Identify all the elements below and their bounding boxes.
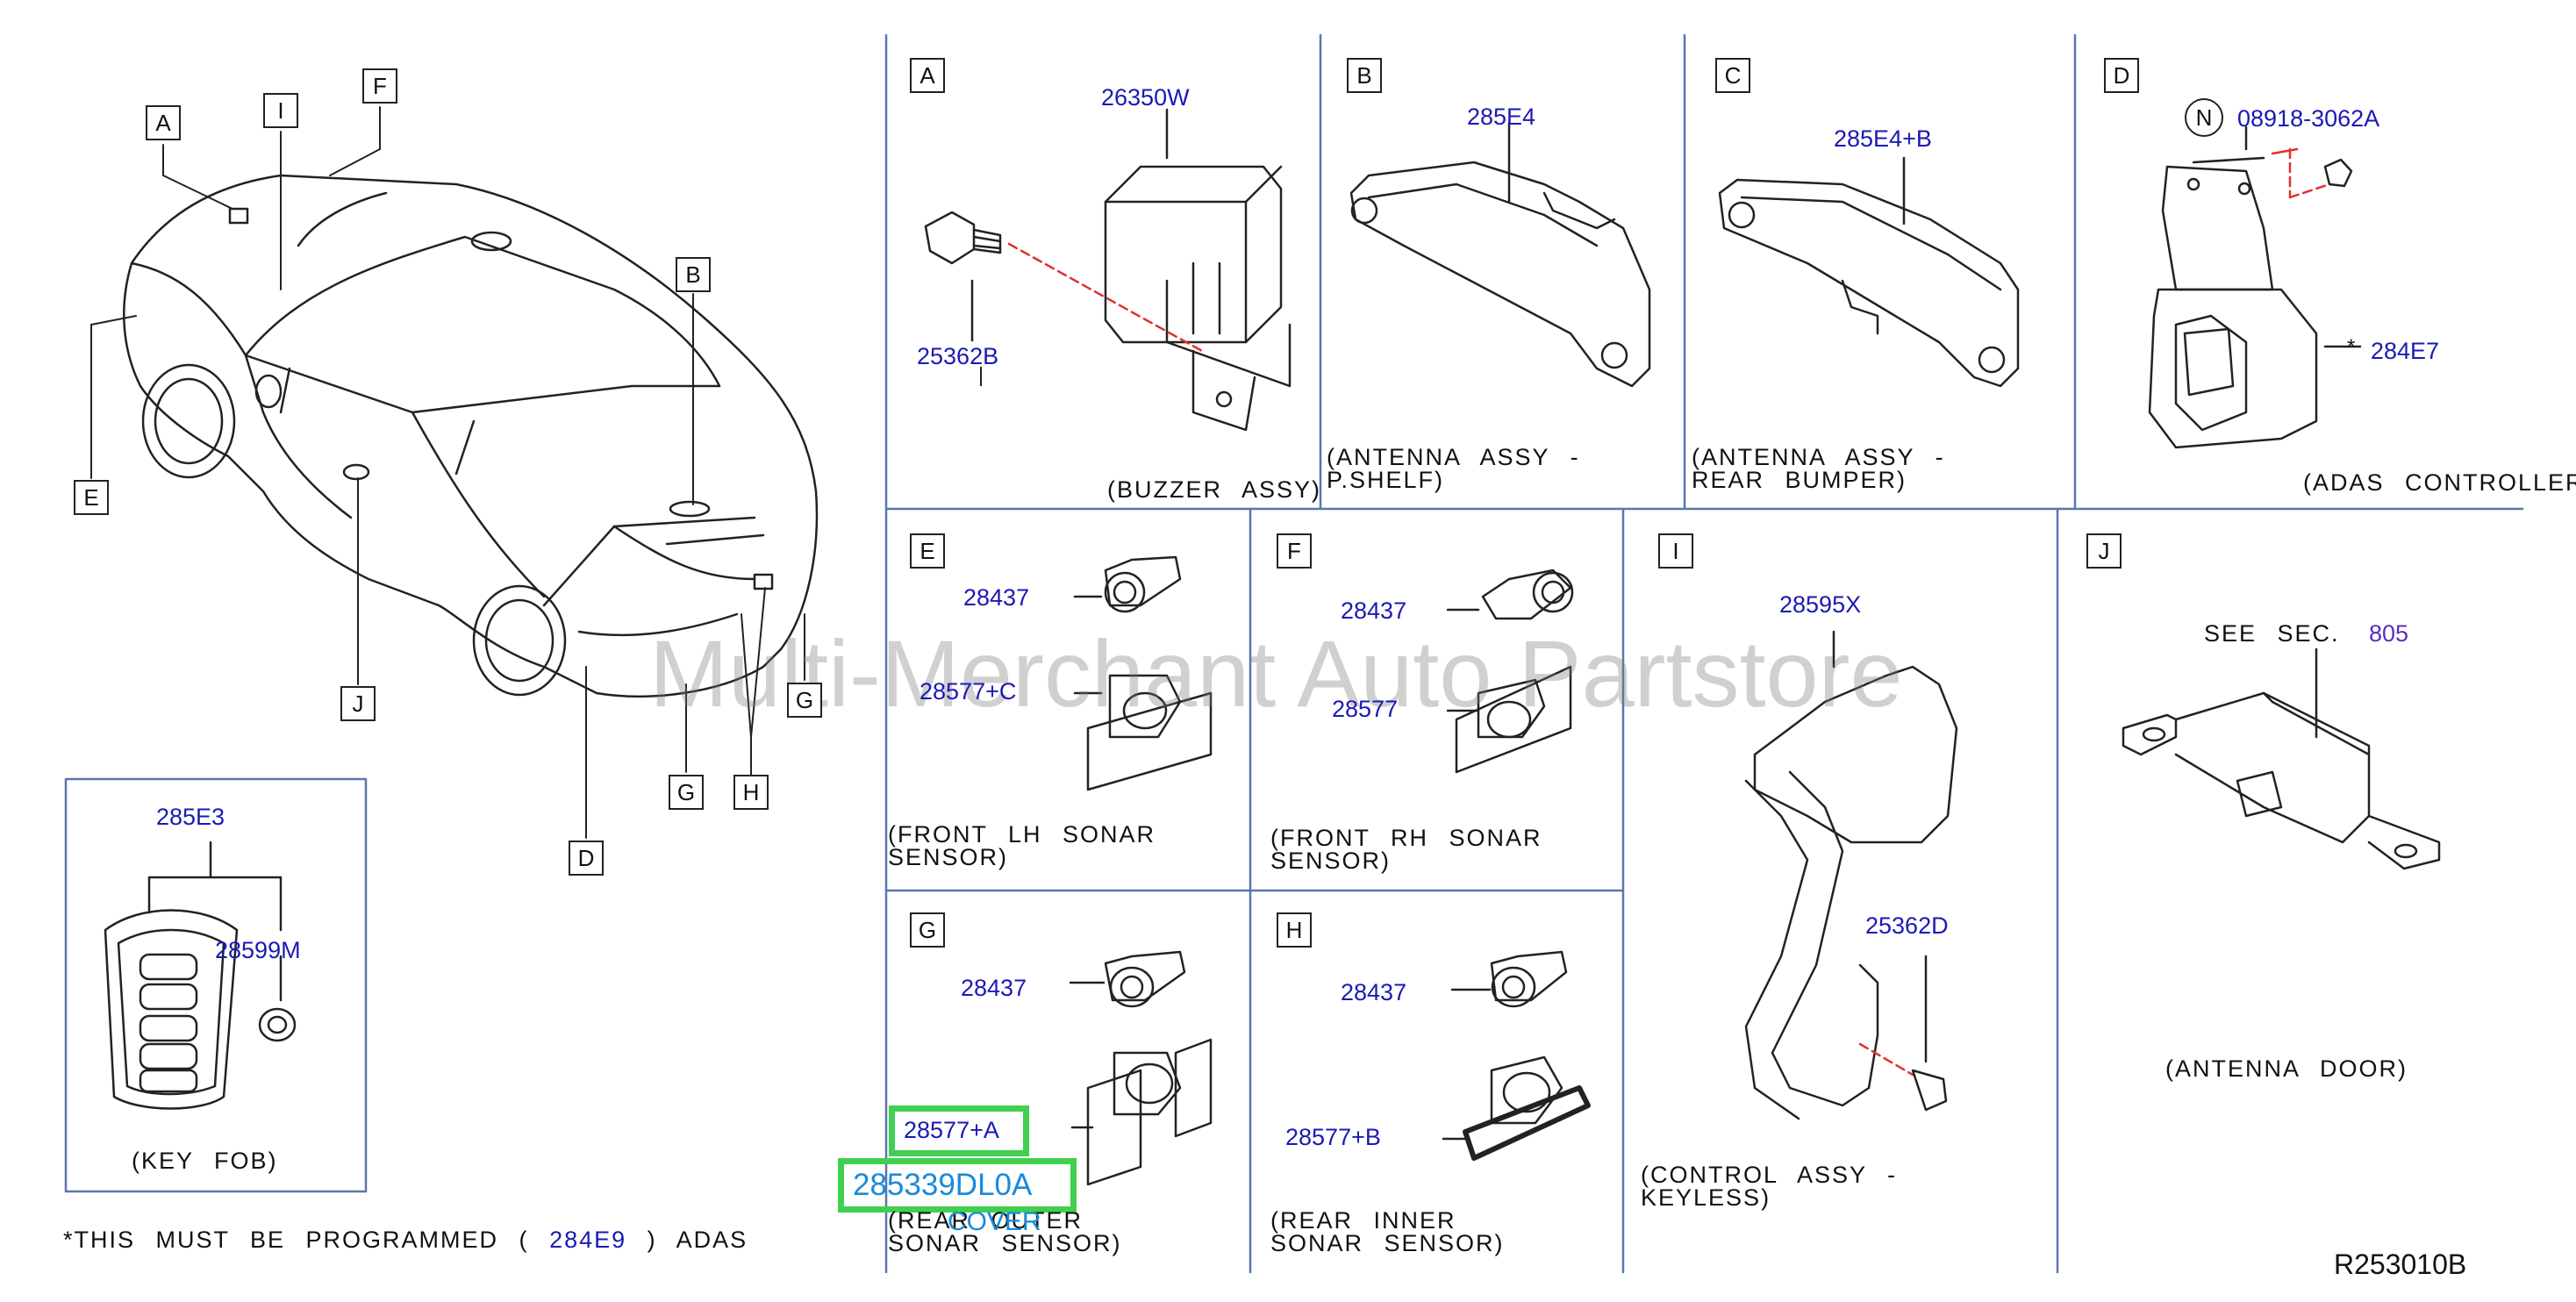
panel-j-letter: J	[2086, 533, 2122, 569]
panel-d-caption: (ADAS CONTROLLER)	[2303, 469, 2576, 496]
panel-e-part-bracket[interactable]: 28577+C	[919, 678, 1017, 705]
keyfob-part-battery[interactable]: 28599M	[215, 937, 301, 963]
panel-j-see-text: SEE SEC.	[2204, 620, 2340, 647]
car-callout-j: J	[340, 686, 376, 721]
panel-j-see-ref[interactable]: 805	[2369, 620, 2409, 647]
key-fob-art	[104, 841, 297, 1110]
car-callout-d: D	[569, 841, 604, 876]
panel-i-part-screw[interactable]: 25362D	[1865, 912, 1949, 939]
panel-h-caption-2: SONAR SENSOR)	[1270, 1230, 1505, 1256]
watermark: Multi-Merchant Auto Partstore	[649, 620, 1903, 726]
panel-c-caption-2: REAR BUMPER)	[1692, 467, 1907, 493]
car-callout-g: G	[669, 775, 704, 810]
panel-e-letter: E	[910, 533, 945, 569]
panel-b-part[interactable]: 285E4	[1467, 104, 1536, 130]
panel-g-part-sensor[interactable]: 28437	[961, 975, 1027, 1001]
panel-d-letter: D	[2104, 58, 2139, 93]
panel-a-letter: A	[910, 58, 945, 93]
adas-controller-art	[2148, 125, 2362, 449]
buzzer-art	[924, 108, 1292, 432]
diagram-code: R253010B	[2334, 1248, 2467, 1280]
panel-a-caption: (BUZZER ASSY)	[1107, 476, 1322, 503]
antenna-door-art	[2122, 647, 2441, 870]
footnote: *THIS MUST BE PROGRAMMED ( 284E9 ) ADAS	[63, 1228, 748, 1252]
footnote-part[interactable]: 284E9	[549, 1227, 627, 1253]
control-assy-keyless-art	[1744, 630, 1958, 1120]
panel-g-letter: G	[910, 912, 945, 948]
keyfob-caption: (KEY FOB)	[132, 1148, 278, 1174]
panel-b-caption-1: (ANTENNA ASSY -	[1327, 444, 1580, 470]
footnote-post: ) ADAS	[647, 1227, 748, 1253]
panel-f-letter: F	[1277, 533, 1312, 569]
panel-h-letter: H	[1277, 912, 1312, 948]
car-callout-b: B	[676, 257, 711, 292]
highlight-box-bracket	[889, 1105, 1029, 1156]
panel-e-part-sensor[interactable]: 28437	[963, 584, 1030, 611]
footnote-pre: *THIS MUST BE PROGRAMMED (	[63, 1227, 529, 1253]
car-callout-a: A	[146, 105, 181, 140]
panel-c-part[interactable]: 285E4+B	[1834, 125, 1932, 152]
panel-i-caption-2: KEYLESS)	[1641, 1184, 1771, 1211]
panel-grid	[64, 33, 2524, 1274]
panel-f-caption-1: (FRONT RH SONAR	[1270, 825, 1542, 851]
panel-d-part-nut[interactable]: 08918-3062A	[2237, 105, 2380, 132]
panel-j-caption: (ANTENNA DOOR)	[2165, 1055, 2408, 1082]
panel-h-caption-1: (REAR INNER	[1270, 1207, 1456, 1234]
panel-g-highlight-part[interactable]: 285339DL0A	[853, 1168, 1033, 1202]
antenna-pshelf-art	[1349, 121, 1651, 388]
sonar-sensor-art	[1069, 555, 1591, 1186]
keyfob-part-main[interactable]: 285E3	[156, 804, 225, 830]
panel-c-letter: C	[1715, 58, 1750, 93]
panel-h-part-bracket[interactable]: 28577+B	[1285, 1124, 1381, 1150]
panel-g-caption-2: SONAR SENSOR)	[888, 1230, 1122, 1256]
car-callout-g-right: G	[787, 683, 822, 718]
panel-g-caption-1: (REAR OUTER	[888, 1207, 1084, 1234]
panel-g-part-bracket[interactable]: 28577+A	[904, 1117, 999, 1143]
panel-f-part-sensor[interactable]: 28437	[1341, 597, 1407, 624]
panel-b-letter: B	[1347, 58, 1382, 93]
car-callout-f: F	[362, 68, 397, 104]
highlight-box-cover	[838, 1158, 1077, 1213]
panel-d-note-symbol: N	[2185, 98, 2223, 137]
panel-a-part-bolt[interactable]: 25362B	[917, 343, 999, 369]
panel-d-part-controller[interactable]: 284E7	[2371, 338, 2440, 364]
panel-h-part-sensor[interactable]: 28437	[1341, 979, 1407, 1005]
car-callout-e: E	[74, 480, 109, 515]
panel-g-highlight-sub: COVER	[948, 1207, 1041, 1236]
panel-f-part-bracket[interactable]: 28577	[1332, 696, 1399, 722]
antenna-rear-bumper-art	[1718, 156, 2020, 388]
panel-i-letter: I	[1658, 533, 1693, 569]
car-outline	[123, 174, 819, 698]
panel-d-asterisk: *	[2347, 335, 2356, 359]
car-callout-i: I	[263, 93, 298, 128]
panel-f-caption-2: SENSOR)	[1270, 848, 1392, 874]
car-callout-h: H	[733, 775, 769, 810]
panel-b-caption-2: P.SHELF)	[1327, 467, 1445, 493]
panel-e-caption-2: SENSOR)	[888, 844, 1009, 870]
panel-c-caption-1: (ANTENNA ASSY -	[1692, 444, 1945, 470]
panel-i-part-control[interactable]: 28595X	[1779, 591, 1862, 618]
panel-e-caption-1: (FRONT LH SONAR	[888, 821, 1156, 848]
panel-a-part-buzzer[interactable]: 26350W	[1101, 84, 1190, 111]
panel-i-caption-1: (CONTROL ASSY -	[1641, 1162, 1898, 1188]
